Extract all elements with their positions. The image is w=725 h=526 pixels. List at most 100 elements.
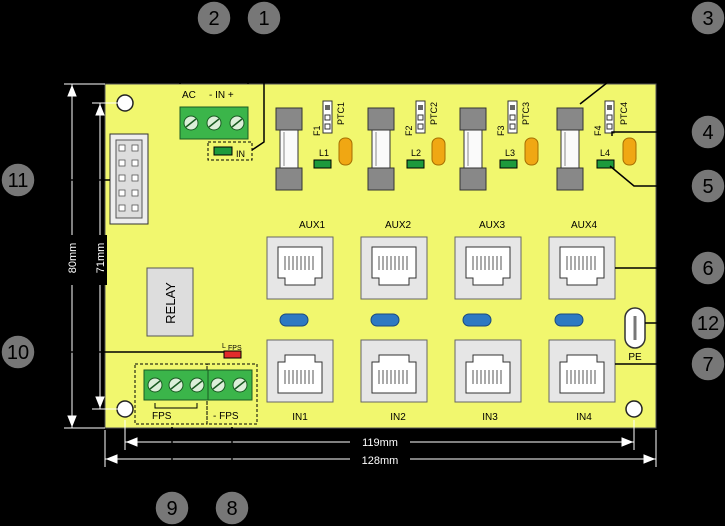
relay-label: RELAY (163, 282, 178, 324)
callout-8 (214, 490, 250, 526)
callout-11 (0, 162, 36, 198)
ferrite-1 (279, 313, 309, 327)
in-port-3 (454, 339, 522, 403)
led-4 (596, 159, 615, 169)
fps-led-prefix: L (222, 343, 226, 350)
fuse-label-4: F4 (593, 125, 603, 136)
fuse-1 (275, 107, 303, 191)
in-label-2: IN2 (390, 412, 406, 423)
aux-label-1: AUX1 (299, 220, 326, 231)
aux-label-3: AUX3 (479, 220, 506, 231)
width-outer-label: 128mm (362, 455, 399, 467)
ferrite-2 (370, 313, 400, 327)
callout-6 (690, 250, 725, 286)
callout-5 (690, 168, 725, 204)
ptc-jumper-1 (322, 100, 333, 134)
aux-port-4 (548, 236, 616, 300)
fps-led-label: FPS (228, 345, 242, 352)
fuse-label-3: F3 (496, 125, 506, 136)
ptc-3 (524, 137, 539, 166)
callout-number-9: 9 (166, 498, 177, 520)
ferrite-3 (462, 313, 492, 327)
input-led-label: IN (236, 149, 245, 159)
callout-number-5: 5 (702, 176, 713, 198)
minus-fps-label: - FPS (213, 411, 239, 422)
fuse-3 (459, 107, 487, 191)
callout-number-6: 6 (702, 258, 713, 280)
aux-label-4: AUX4 (571, 220, 598, 231)
led-1 (313, 159, 332, 169)
fps-terminal-label: FPS (152, 411, 172, 422)
aux-port-3 (454, 236, 522, 300)
callout-4 (690, 114, 725, 150)
callout-number-3: 3 (702, 8, 713, 30)
callout-number-8: 8 (226, 498, 237, 520)
fuse-label-2: F2 (404, 125, 414, 136)
pe-label: PE (628, 352, 642, 363)
aux-port-2 (360, 236, 428, 300)
led-label-3: L3 (505, 148, 515, 158)
in-label-4: IN4 (576, 412, 592, 423)
callout-9 (154, 490, 190, 526)
callout-1 (246, 0, 282, 36)
ptc-jumper-2 (415, 100, 426, 134)
led-label-1: L1 (319, 148, 329, 158)
width-inner-label: 119mm (362, 437, 398, 449)
ptc-label-4: PTC4 (619, 102, 629, 125)
in-label-3: IN3 (482, 412, 498, 423)
callout-number-4: 4 (702, 122, 713, 144)
ribbon-connector (109, 133, 149, 225)
channel-2: F2 PTC2 L2 AUX2 IN2 (360, 100, 446, 423)
ptc-label-3: PTC3 (521, 102, 531, 125)
aux-label-2: AUX2 (385, 220, 412, 231)
ptc-1 (338, 137, 353, 166)
callout-number-2: 2 (208, 8, 219, 30)
callout-number-7: 7 (702, 354, 713, 376)
ptc-4 (622, 137, 637, 166)
in-label-1: IN1 (292, 412, 308, 423)
mounting-holes (116, 94, 643, 418)
ferrite-4 (554, 313, 584, 327)
callout-12 (690, 305, 725, 341)
callout-7 (690, 346, 725, 382)
input-label-ac: AC (182, 90, 196, 101)
in-port-1 (266, 339, 334, 403)
callout-number-11: 11 (8, 170, 29, 192)
aux-port-1 (266, 236, 334, 300)
callout-leaders (34, 17, 691, 498)
led-label-2: L2 (411, 148, 421, 158)
channel-1: F1 PTC1 L1 AUX1 IN1 (266, 100, 353, 423)
input-led: IN (207, 141, 253, 161)
callout-number-10: 10 (7, 342, 29, 364)
fps-led: L FPS (222, 343, 242, 359)
ptc-label-2: PTC2 (429, 102, 439, 125)
input-label-in: - IN + (209, 90, 234, 101)
relay: RELAY (146, 267, 194, 337)
input-terminal-block: AC - IN + (179, 90, 249, 140)
fuse-label-1: F1 (312, 125, 322, 136)
led-3 (499, 159, 518, 169)
callout-number-12: 12 (697, 313, 719, 335)
led-label-4: L4 (600, 148, 610, 158)
callout-10 (0, 334, 36, 370)
ptc-label-1: PTC1 (336, 102, 346, 125)
ptc-jumper-3 (507, 100, 518, 134)
channel-4: F4 PTC4 L4 AUX4 IN4 (548, 100, 637, 423)
in-port-4 (548, 339, 616, 403)
callout-numbers: 1 2 3 4 5 6 7 8 9 10 11 12 (7, 8, 719, 520)
channel-3: F3 PTC3 L3 AUX3 IN3 (454, 100, 539, 423)
in-port-2 (360, 339, 428, 403)
callout-3 (690, 0, 725, 36)
led-2 (406, 159, 425, 169)
fuse-4 (556, 107, 584, 191)
callout-2 (196, 0, 232, 36)
height-inner-label: 71mm (95, 243, 107, 274)
height-outer-label: 80mm (67, 243, 79, 274)
pe-connector: PE (624, 307, 646, 363)
fps-terminal-block: FPS - FPS (134, 363, 258, 425)
callout-number-1: 1 (258, 8, 269, 30)
ptc-2 (431, 137, 446, 166)
ptc-jumper-4 (604, 100, 615, 134)
